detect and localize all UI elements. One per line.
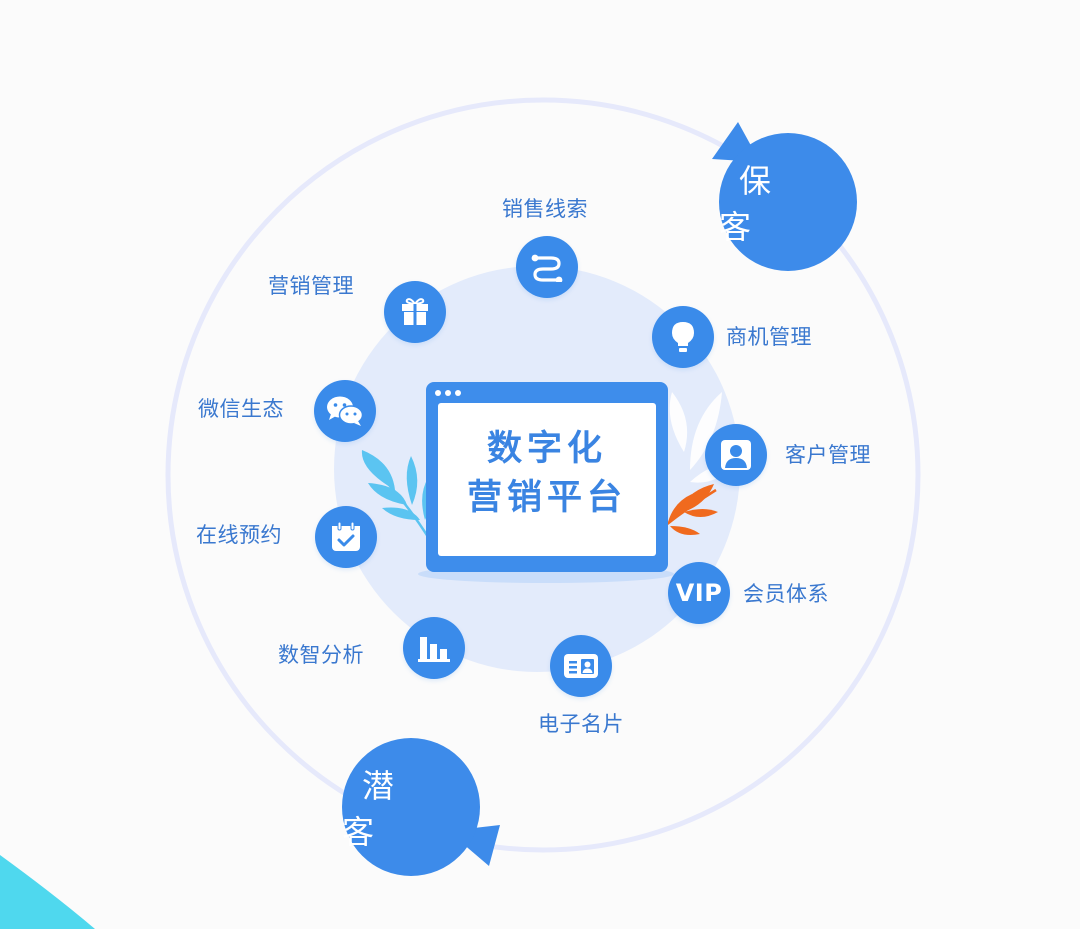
vip-badge-text: VIP	[675, 579, 723, 607]
lightbulb-icon	[670, 321, 696, 353]
wechat-icon	[326, 395, 364, 427]
feature-customer	[705, 424, 767, 486]
id-card-icon	[563, 652, 599, 680]
feature-ecard-label: 电子名片	[538, 712, 624, 736]
feature-sales-leads-label: 销售线索	[502, 197, 588, 221]
feature-membership-label: 会员体系	[743, 582, 829, 606]
platform-title-line2: 营销平台	[466, 478, 627, 518]
platform-screen	[418, 382, 674, 583]
feature-booking-label: 在线预约	[196, 523, 282, 547]
feature-customer-label: 客户管理	[785, 443, 871, 467]
corner-decoration	[0, 855, 95, 929]
feature-opportunity-label: 商机管理	[726, 325, 812, 349]
retain-customer-label: 保 客	[719, 162, 792, 246]
feature-membership: VIP	[668, 562, 730, 624]
link-flow-icon	[529, 252, 565, 282]
retain-customer-circle: 保 客	[719, 133, 857, 271]
feature-marketing-label: 营销管理	[268, 274, 354, 298]
feature-opportunity	[652, 306, 714, 368]
potential-customer-circle: 潜 客	[342, 738, 480, 876]
bar-chart-icon	[418, 634, 450, 662]
feature-wechat	[314, 380, 376, 442]
calendar-check-icon	[330, 521, 362, 553]
potential-customer-label: 潜 客	[342, 767, 415, 851]
feature-marketing	[384, 281, 446, 343]
feature-analytics	[403, 617, 465, 679]
feature-wechat-label: 微信生态	[198, 397, 284, 421]
feature-ecard	[550, 635, 612, 697]
platform-title-line1: 数字化	[486, 429, 607, 469]
lifecycle-ring	[165, 97, 921, 853]
gift-icon	[400, 297, 430, 327]
feature-booking	[315, 506, 377, 568]
feature-sales-leads	[516, 236, 578, 298]
feature-analytics-label: 数智分析	[278, 643, 364, 667]
user-icon	[720, 439, 752, 471]
